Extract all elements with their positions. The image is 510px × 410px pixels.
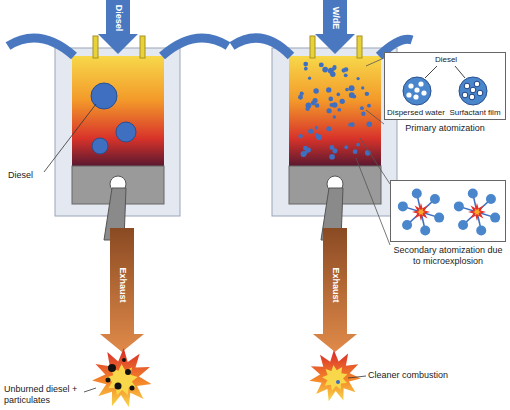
arrow-label: Diesel	[113, 5, 124, 32]
callout-label: Unburned diesel + particulates	[4, 384, 84, 406]
arrow-label: W/dE	[330, 7, 341, 30]
callout-label: Cleaner combustion	[368, 370, 468, 381]
inset-text: Diesel	[385, 55, 507, 65]
inset-heading: Secondary atomization due to microexplos…	[390, 245, 506, 267]
arrow-label: Exhaust	[117, 267, 128, 302]
inset-panel: DieselDispersed waterSurfactant filmPrim…	[384, 52, 506, 134]
inset-art	[391, 181, 507, 243]
inset-box	[390, 180, 506, 242]
inset-panel: Secondary atomization due to microexplos…	[390, 180, 506, 267]
arrow-label: Exhaust	[330, 267, 341, 302]
inset-text: Surfactant film	[446, 108, 504, 118]
left-cylinder	[8, 0, 228, 352]
callout-label: Diesel	[8, 170, 48, 181]
inset-heading: Primary atomization	[384, 123, 506, 134]
inset-box: DieselDispersed waterSurfactant film	[384, 52, 506, 120]
exhaust-explosions	[92, 348, 361, 407]
inset-text: Dispersed water	[386, 108, 446, 118]
